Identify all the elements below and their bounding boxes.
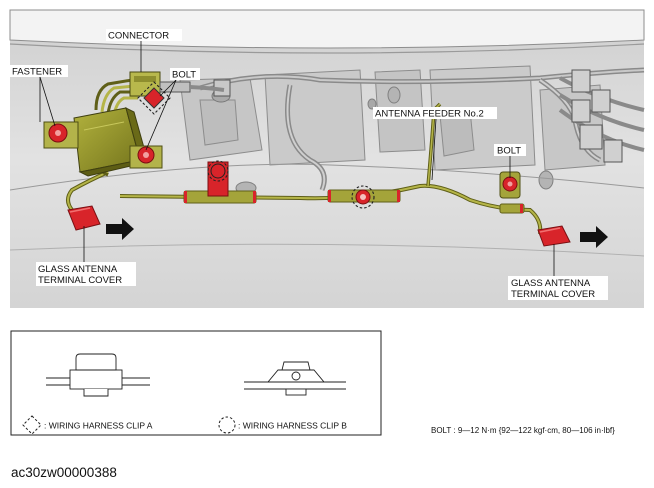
callout-antenna-feeder: ANTENNA FEEDER No.2: [373, 107, 497, 120]
label-glass-cover-left-1: GLASS ANTENNA: [38, 264, 118, 275]
torque-spec: BOLT : 9—12 N·m {92—122 kgf·cm, 80—106 i…: [431, 426, 615, 435]
label-bolt-top: BOLT: [172, 70, 196, 81]
callout-glass-cover-left: GLASS ANTENNA TERMINAL COVER: [36, 262, 136, 286]
wiring-harness-clip-a-marker: [137, 81, 171, 115]
connector: [129, 71, 225, 97]
harness-sleeve-right-end: [499, 203, 525, 214]
callout-connector: CONNECTOR: [106, 29, 182, 42]
label-connector: CONNECTOR: [108, 31, 169, 42]
label-glass-cover-right-2: TERMINAL COVER: [511, 289, 595, 300]
label-glass-cover-right-1: GLASS ANTENNA: [511, 278, 591, 289]
wiring-harness-clip-a-marker-2: [207, 160, 229, 197]
clip-a-symbol-icon: [22, 415, 42, 435]
legend-box: : WIRING HARNESS CLIP A : WIRING HARNESS…: [10, 330, 382, 436]
legend-clip-b: : WIRING HARNESS CLIP B: [238, 421, 347, 431]
clip-b-illustration: [244, 361, 346, 396]
label-glass-cover-left-2: TERMINAL COVER: [38, 275, 122, 286]
callout-fastener: FASTENER: [10, 65, 68, 78]
wiring-harness-clip-b-marker: [351, 185, 375, 209]
fastener: [43, 121, 79, 149]
bolt-right: [499, 171, 521, 199]
label-antenna-feeder: ANTENNA FEEDER No.2: [375, 109, 484, 120]
clip-a-illustration: [46, 353, 150, 397]
callout-glass-cover-right: GLASS ANTENNA TERMINAL COVER: [508, 276, 608, 300]
figure-id: ac30zw00000388: [11, 465, 117, 480]
glass-antenna-terminal-cover-left: [67, 205, 101, 231]
callout-bolt-right: BOLT: [494, 144, 526, 157]
legend-clip-a: : WIRING HARNESS CLIP A: [44, 421, 153, 431]
glass-antenna-terminal-cover-right: [537, 225, 571, 247]
arrow-right-left-cover-icon: [106, 218, 134, 240]
leader-lines: [39, 41, 555, 276]
label-bolt-right: BOLT: [497, 146, 521, 157]
callout-bolt-top: BOLT: [170, 68, 200, 81]
label-fastener: FASTENER: [12, 67, 62, 78]
arrow-right-right-cover-icon: [580, 226, 608, 248]
bolt-box-lower: [129, 145, 163, 169]
clip-b-symbol-icon: [218, 416, 236, 434]
